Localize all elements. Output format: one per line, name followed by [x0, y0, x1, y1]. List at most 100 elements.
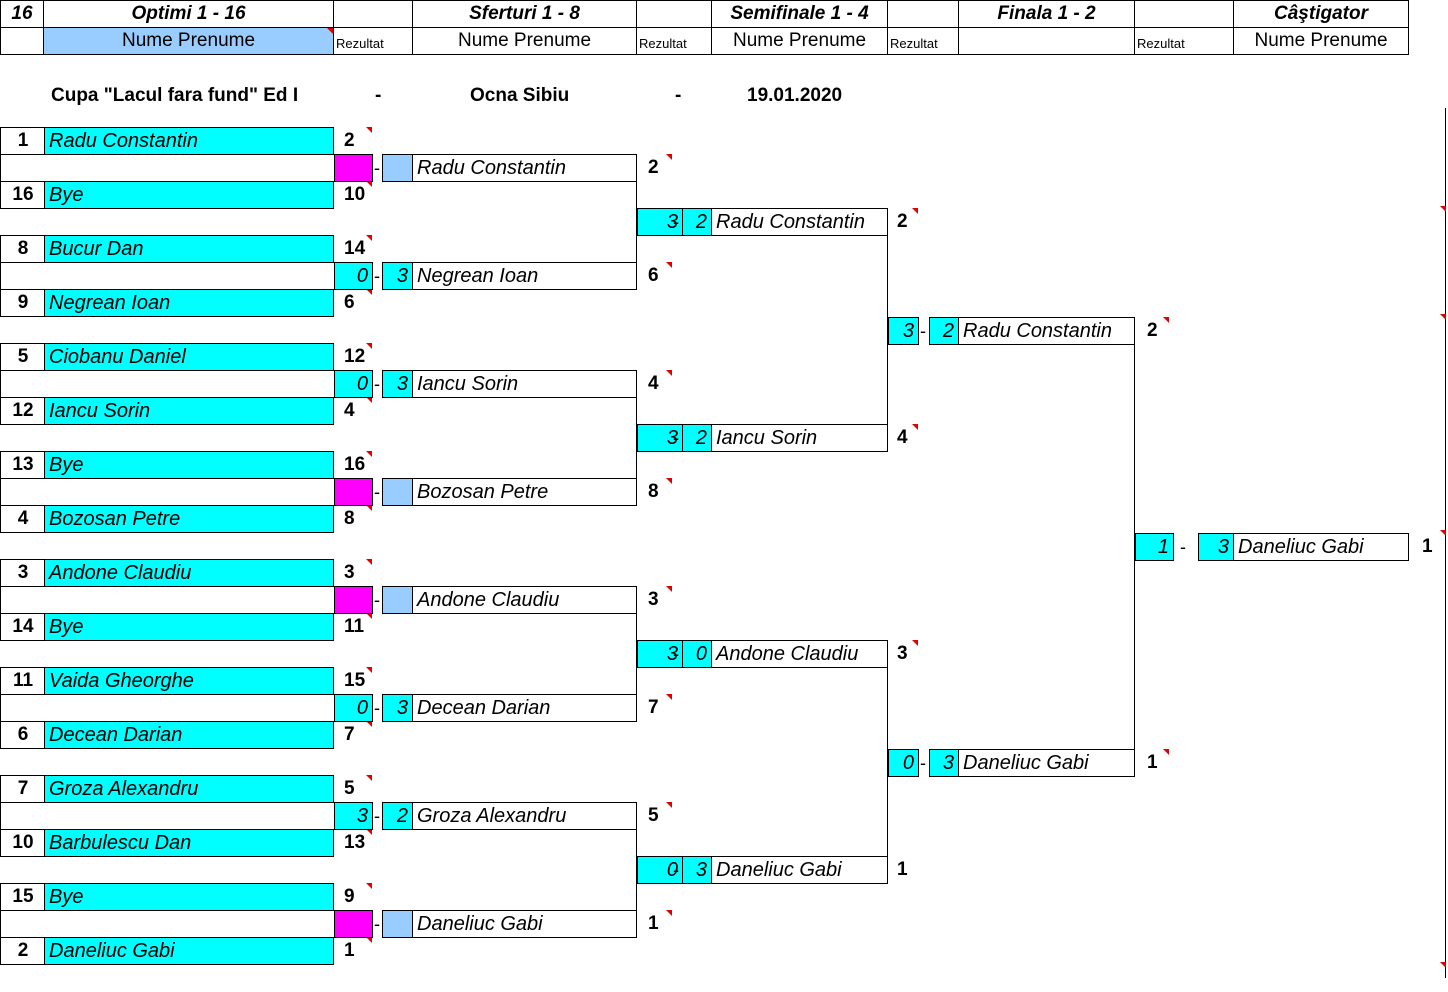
match-result[interactable]: 14: [344, 238, 366, 259]
match-result[interactable]: 15: [344, 670, 366, 691]
result-column-header-4: Rezultat: [1135, 28, 1234, 55]
bracket-connector: [636, 802, 637, 938]
match-result[interactable]: 6: [344, 292, 355, 313]
quarter-result[interactable]: 7: [648, 697, 659, 718]
final-result[interactable]: 1: [1147, 752, 1158, 773]
player-name-cell[interactable]: Bye: [44, 181, 334, 209]
score-left[interactable]: [334, 910, 373, 938]
score-left[interactable]: [334, 478, 373, 506]
score-right[interactable]: 0: [682, 640, 712, 668]
player-name-cell[interactable]: Andone Claudiu: [44, 559, 334, 587]
final-winner-name[interactable]: Radu Constantin: [958, 317, 1135, 345]
player-name-cell[interactable]: Iancu Sorin: [44, 397, 334, 425]
score-left[interactable]: [334, 586, 373, 614]
quarter-winner-name[interactable]: Negrean Ioan: [412, 262, 637, 290]
score-left[interactable]: 0: [334, 694, 373, 722]
match-result[interactable]: 8: [344, 508, 355, 529]
score-left[interactable]: 1: [1135, 533, 1174, 561]
score-right[interactable]: 2: [382, 802, 413, 830]
player-name-cell[interactable]: Bye: [44, 451, 334, 479]
semi-winner-name[interactable]: Iancu Sorin: [711, 424, 888, 452]
player-name-cell[interactable]: Barbulescu Dan: [44, 829, 334, 857]
quarter-winner-name[interactable]: Decean Darian: [412, 694, 637, 722]
quarter-winner-name[interactable]: Bozosan Petre: [412, 478, 637, 506]
score-dash: -: [374, 265, 380, 286]
quarter-winner-name[interactable]: Andone Claudiu: [412, 586, 637, 614]
quarter-winner-name[interactable]: Iancu Sorin: [412, 370, 637, 398]
quarter-result[interactable]: 8: [648, 481, 659, 502]
match-result[interactable]: 10: [344, 184, 366, 205]
quarter-result[interactable]: 2: [648, 157, 659, 178]
score-left[interactable]: 0: [334, 370, 373, 398]
score-right[interactable]: 3: [382, 370, 413, 398]
spacer-row: [0, 478, 334, 506]
quarter-winner-name[interactable]: Radu Constantin: [412, 154, 637, 182]
match-result[interactable]: 12: [344, 346, 366, 367]
player-name-cell[interactable]: Bozosan Petre: [44, 505, 334, 533]
player-name-cell[interactable]: Ciobanu Daniel: [44, 343, 334, 371]
semi-winner-name[interactable]: Daneliuc Gabi: [711, 856, 888, 884]
champion-result[interactable]: 1: [1422, 536, 1433, 557]
score-left[interactable]: 3: [637, 208, 683, 236]
quarter-winner-name[interactable]: Daneliuc Gabi: [412, 910, 637, 938]
player-name-cell[interactable]: Bucur Dan: [44, 235, 334, 263]
score-dash: -: [374, 481, 380, 502]
quarter-result[interactable]: 6: [648, 265, 659, 286]
match-result[interactable]: 3: [344, 562, 355, 583]
match-result[interactable]: 4: [344, 400, 355, 421]
semi-result[interactable]: 4: [897, 427, 908, 448]
semi-result[interactable]: 1: [897, 859, 908, 880]
quarter-winner-name[interactable]: Groza Alexandru: [412, 802, 637, 830]
player-name-cell[interactable]: Daneliuc Gabi: [44, 937, 334, 965]
score-right[interactable]: 3: [929, 749, 959, 777]
player-name-cell[interactable]: Decean Darian: [44, 721, 334, 749]
score-right[interactable]: 3: [682, 856, 712, 884]
match-result[interactable]: 7: [344, 724, 355, 745]
player-name-cell[interactable]: Bye: [44, 613, 334, 641]
score-left[interactable]: 0: [334, 262, 373, 290]
semi-winner-name[interactable]: Andone Claudiu: [711, 640, 888, 668]
score-right[interactable]: 3: [382, 694, 413, 722]
score-right[interactable]: 3: [1198, 533, 1234, 561]
score-left[interactable]: [334, 154, 373, 182]
match-result[interactable]: 11: [344, 616, 365, 637]
champion-name[interactable]: Daneliuc Gabi: [1233, 533, 1409, 561]
match-result[interactable]: 13: [344, 832, 366, 853]
player-name-cell[interactable]: Vaida Gheorghe: [44, 667, 334, 695]
spacer-row: [0, 802, 334, 830]
semi-result[interactable]: 3: [897, 643, 908, 664]
score-right[interactable]: 2: [929, 317, 959, 345]
score-right[interactable]: 3: [382, 262, 413, 290]
score-left[interactable]: 0: [888, 749, 919, 777]
semi-winner-name[interactable]: Radu Constantin: [711, 208, 888, 236]
final-winner-name[interactable]: Daneliuc Gabi: [958, 749, 1135, 777]
spacer-row: [0, 910, 334, 938]
semi-result[interactable]: 2: [897, 211, 908, 232]
score-dash: -: [374, 697, 380, 718]
score-left[interactable]: 3: [888, 317, 919, 345]
match-result[interactable]: 5: [344, 778, 355, 799]
quarter-result[interactable]: 4: [648, 373, 659, 394]
score-right[interactable]: [382, 154, 413, 182]
final-result[interactable]: 2: [1147, 320, 1158, 341]
player-name-cell[interactable]: Negrean Ioan: [44, 289, 334, 317]
match-result[interactable]: 2: [344, 130, 355, 151]
score-right[interactable]: 2: [682, 424, 712, 452]
round-optimi-header: Optimi 1 - 16: [44, 0, 334, 28]
player-name-cell[interactable]: Bye: [44, 883, 334, 911]
quarter-result[interactable]: 1: [648, 913, 659, 934]
match-result[interactable]: 9: [344, 886, 355, 907]
score-right[interactable]: [382, 478, 413, 506]
match-result[interactable]: 1: [344, 940, 355, 961]
match-result[interactable]: 16: [344, 454, 366, 475]
quarter-result[interactable]: 3: [648, 589, 659, 610]
score-right[interactable]: [382, 910, 413, 938]
score-left[interactable]: 3: [334, 802, 373, 830]
player-name-cell[interactable]: Radu Constantin: [44, 127, 334, 155]
score-right[interactable]: [382, 586, 413, 614]
player-name-cell[interactable]: Groza Alexandru: [44, 775, 334, 803]
quarter-result[interactable]: 5: [648, 805, 659, 826]
score-left[interactable]: 3: [637, 424, 683, 452]
spacer-row: [0, 586, 334, 614]
score-right[interactable]: 2: [682, 208, 712, 236]
